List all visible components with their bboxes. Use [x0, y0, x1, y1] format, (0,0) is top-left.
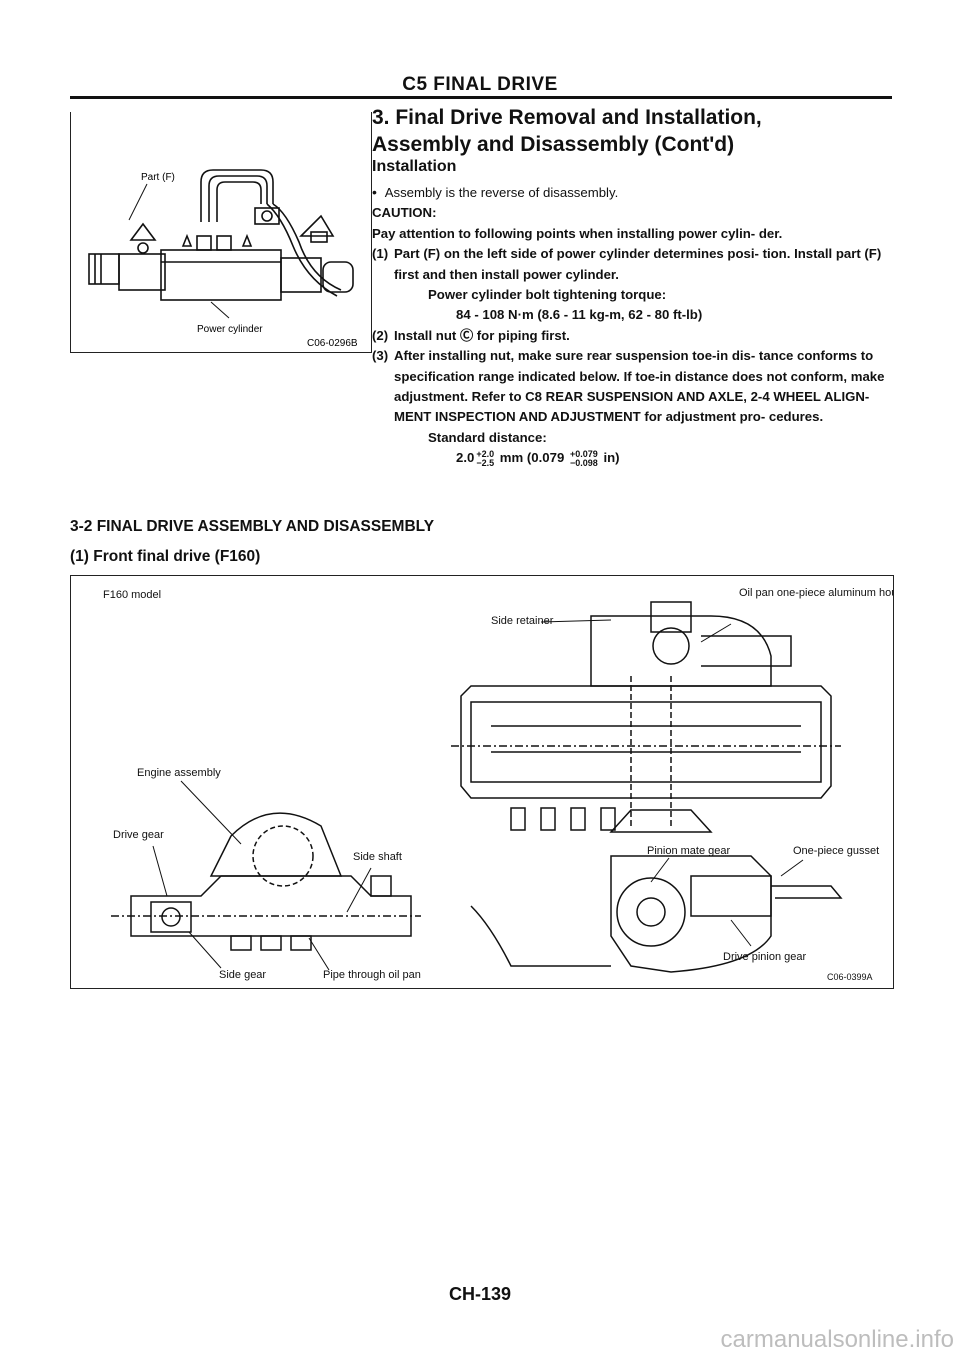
std-mid: mm (0.079: [499, 450, 565, 466]
std-tol-plus-in: +0.079: [569, 448, 598, 459]
step-3-number: (3): [372, 348, 389, 364]
std-tolerance-mm: +2.0−2.5: [476, 448, 495, 468]
figure-power-cylinder: Part (F) Power cylinder C06-0296B: [70, 112, 372, 353]
side-gear-label: Side gear: [219, 969, 266, 981]
bullet-dot: •: [372, 184, 385, 200]
step-1-text: Part (F) on the left side of power cylin…: [394, 246, 882, 282]
power-cylinder-label: Power cylinder: [197, 324, 263, 335]
std-tol-minus-in: −0.098: [569, 457, 598, 468]
watermark: carmanualsonline.info: [720, 1326, 954, 1353]
oil-pan-label: Oil pan one-piece aluminum housing: [739, 587, 893, 599]
model-label: F160 model: [103, 589, 161, 601]
figure1-code: C06-0296B: [307, 338, 358, 349]
caution-text: Pay attention to following points when i…: [372, 225, 783, 241]
section-title-line1: 3. Final Drive Removal and Installation,: [372, 106, 762, 129]
std-end: in): [603, 450, 620, 466]
figure-final-drive: F160 model Side retainer Oil pan one-pie…: [70, 575, 918, 989]
pipe-label: Pipe through oil pan: [323, 969, 421, 981]
standard-distance-value: 2.0+2.0−2.5 mm (0.079 +0.079−0.098 in): [372, 448, 902, 468]
side-retainer-label: Side retainer: [491, 615, 554, 627]
step-2-number: (2): [372, 327, 389, 343]
step-3: (3) After installing nut, make sure rear…: [372, 346, 902, 428]
torque-label: Power cylinder bolt tightening torque:: [428, 287, 667, 303]
bullet-text: Assembly is the reverse of disassembly.: [384, 185, 619, 200]
engine-assembly-label: Engine assembly: [137, 767, 221, 779]
caution-label: CAUTION:: [372, 205, 437, 221]
section-title-line2: Assembly and Disassembly (Cont'd): [372, 133, 735, 156]
step-1-number: (1): [372, 246, 389, 262]
installation-body: • Assembly is the reverse of disassembly…: [372, 182, 902, 469]
step-2-text: Install nut Ⓒ for piping first.: [394, 327, 570, 343]
part-f-label: Part (F): [141, 172, 175, 183]
section2-subtitle: (1) Front final drive (F160): [70, 548, 261, 565]
bullet-item: • Assembly is the reverse of disassembly…: [372, 182, 902, 203]
final-drive-drawing: F160 model Side retainer Oil pan one-pie…: [103, 587, 918, 982]
header-rule: [70, 96, 892, 99]
oil-pan-label-text: Oil pan one-piece aluminum housing: [739, 587, 893, 599]
drive-pinion-label: Drive pinion gear: [723, 951, 806, 963]
torque-value: 84 - 108 N·m (8.6 - 11 kg-m, 62 - 80 ft-…: [456, 307, 703, 323]
page-number: CH-139: [448, 1284, 512, 1304]
step-1: (1) Part (F) on the left side of power c…: [372, 244, 902, 285]
power-cylinder-drawing: Part (F) Power cylinder C06-0296B: [88, 169, 358, 349]
step-3-text: After installing nut, make sure rear sus…: [394, 348, 885, 425]
std-tol-plus: +2.0: [476, 448, 495, 459]
standard-distance-label: Standard distance:: [428, 429, 547, 445]
figure2-code: C06-0399A: [827, 972, 873, 982]
section2-title: 3-2 FINAL DRIVE ASSEMBLY AND DISASSEMBLY: [70, 518, 435, 535]
installation-heading: Installation: [372, 158, 457, 175]
side-shaft-label: Side shaft: [353, 851, 402, 863]
std-tol-minus: −2.5: [476, 457, 495, 468]
pinion-mate-label: Pinion mate gear: [647, 845, 730, 857]
gusset-label: One-piece gusset: [793, 845, 879, 857]
drive-gear-label: Drive gear: [113, 829, 164, 841]
std-base: 2.0: [456, 450, 475, 466]
std-tolerance-in: +0.079−0.098: [569, 448, 598, 468]
step-2: (2) Install nut Ⓒ for piping first.: [372, 326, 902, 346]
section-title: 3. Final Drive Removal and Installation,…: [372, 104, 912, 158]
page-header-title: C5 FINAL DRIVE: [402, 74, 558, 95]
